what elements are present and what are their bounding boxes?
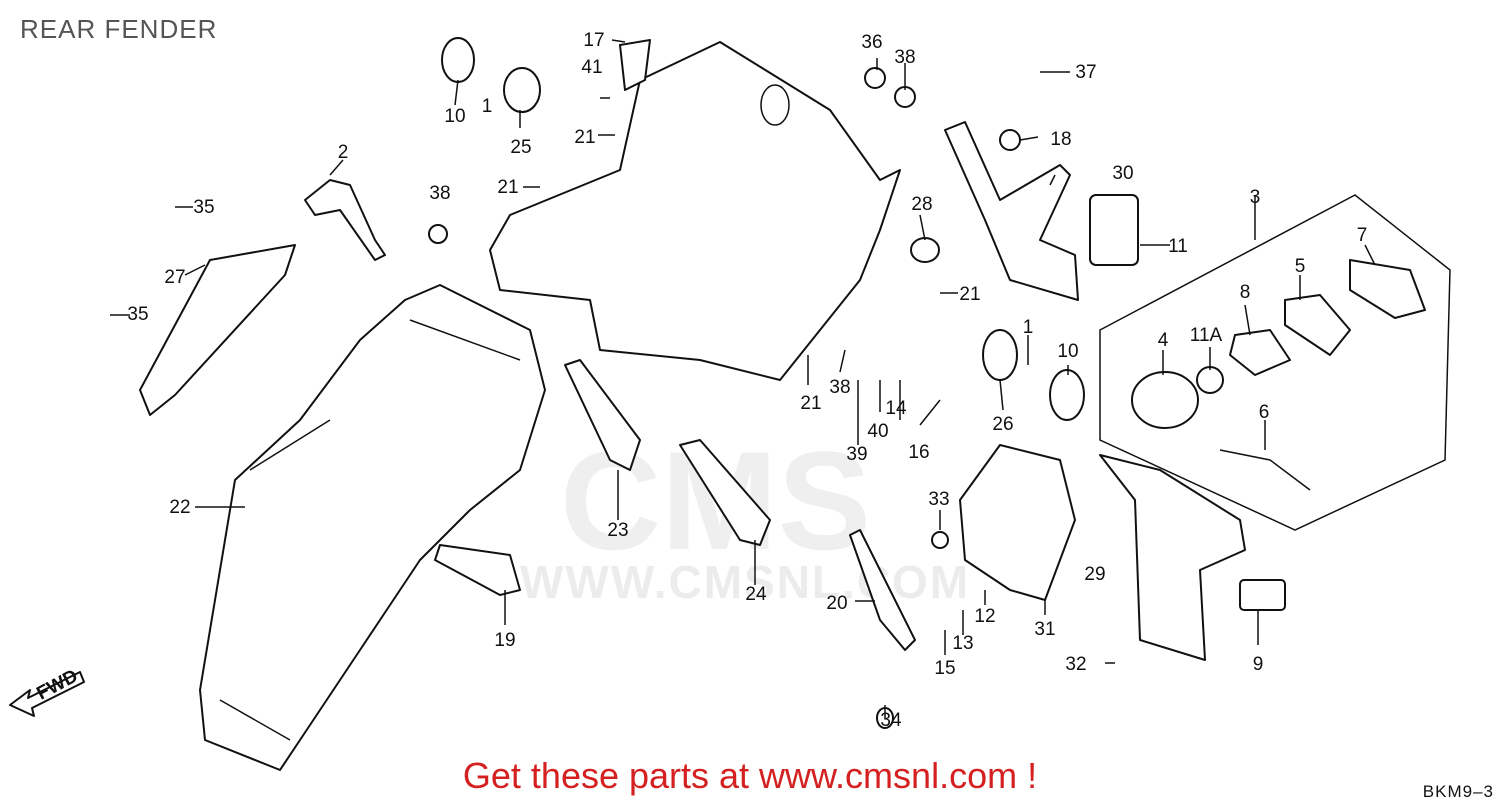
leader-lines [110, 39, 1376, 718]
fwd-arrow-icon [9, 671, 85, 717]
callout-label-1-2: 1 [1023, 317, 1034, 338]
callout-label-21: 21 [574, 127, 595, 148]
callout-label-15: 15 [934, 658, 955, 679]
callout-label-34: 34 [880, 710, 902, 731]
license-plate-bracket-part-29 [1099, 454, 1246, 661]
diagram-title: REAR FENDER [20, 14, 218, 44]
callout-label-31: 31 [1034, 619, 1055, 640]
callout-label-5: 5 [1295, 256, 1306, 277]
callout-label-41: 41 [581, 57, 602, 78]
callout-label-14: 14 [885, 398, 907, 419]
housing-hole [760, 84, 790, 126]
light-housing-part-31 [959, 444, 1076, 601]
callout-label-37: 37 [1075, 62, 1096, 83]
bulb-part-11a [1196, 366, 1224, 394]
callout-label-38-2: 38 [429, 183, 450, 204]
callout-label-35-2: 35 [127, 304, 148, 325]
rear-fender-part [199, 284, 546, 771]
callout-label-13: 13 [952, 633, 973, 654]
callout-label-8: 8 [1240, 282, 1251, 303]
callout-label-6: 6 [1259, 402, 1270, 423]
callout-label-33: 33 [928, 489, 949, 510]
callout-label-16: 16 [908, 442, 929, 463]
fender-bracket-housing-part [489, 41, 901, 381]
callout-label-18: 18 [1050, 129, 1071, 150]
grommet-part-18 [999, 129, 1021, 151]
cushion-part-28 [910, 237, 940, 263]
callout-label-24: 24 [745, 584, 767, 605]
callout-label-19: 19 [494, 630, 515, 651]
clamp-part-17 [619, 39, 651, 91]
callout-label-11: 11 [1168, 236, 1188, 257]
callout-label-39: 39 [846, 444, 867, 465]
callout-label-9: 9 [1253, 654, 1264, 675]
housing-part-5 [1284, 294, 1351, 356]
lens-part-7 [1349, 259, 1426, 319]
fwd-label: FWD [33, 666, 81, 705]
callout-label-27: 27 [164, 267, 185, 288]
callout-label-2: 2 [338, 142, 349, 163]
callout-label-4: 4 [1158, 330, 1169, 351]
callout-label-28: 28 [911, 194, 932, 215]
callout-label-32: 32 [1065, 654, 1086, 675]
callout-label-38: 38 [894, 47, 915, 68]
callout-label-11a: 11A [1190, 325, 1223, 346]
reflector-part-10 [1049, 369, 1085, 421]
socket-part-4 [1131, 371, 1199, 429]
stay-part-2 [304, 179, 386, 261]
callout-label-40: 40 [867, 421, 888, 442]
nut-part-33 [931, 531, 949, 549]
callout-label-23: 23 [607, 520, 628, 541]
grommet-part-25 [503, 67, 541, 113]
callout-label-3: 3 [1250, 187, 1261, 208]
reflector-part-9 [1239, 579, 1286, 611]
cap-part-10-top [441, 37, 475, 83]
callout-label-36: 36 [861, 32, 882, 53]
diagram-code: BKM9–3 [1422, 782, 1494, 801]
gasket-part-11 [1089, 194, 1139, 266]
bracket-part-24 [679, 439, 771, 546]
callout-label-35: 35 [193, 197, 214, 218]
nut-part-38-left [428, 224, 448, 244]
callout-label-12: 12 [974, 606, 995, 627]
stay-part-20 [849, 529, 916, 651]
gasket-part-8 [1229, 329, 1291, 376]
callout-label-layer: 112345678910101111A121314151617181920212… [33, 30, 1367, 731]
callout-label-7: 7 [1357, 225, 1368, 246]
callout-label-21-4: 21 [800, 393, 821, 414]
callout-label-20: 20 [826, 593, 847, 614]
callout-label-10-2: 10 [1057, 341, 1078, 362]
callout-label-38-3: 38 [829, 377, 850, 398]
bolt-part-36 [864, 67, 886, 89]
promo-banner-link[interactable]: Get these parts at www.cmsnl.com ! [462, 755, 1038, 796]
assembly-outline-3 [1099, 194, 1451, 531]
bracket-part-23 [564, 359, 641, 471]
callout-label-1: 1 [482, 96, 493, 117]
plate-part-19 [434, 544, 521, 596]
callout-label-26: 26 [992, 414, 1013, 435]
guard-part-27 [139, 244, 296, 416]
wire-part-6 [1219, 449, 1311, 491]
callout-label-21-3: 21 [959, 284, 980, 305]
callout-label-25: 25 [510, 137, 531, 158]
callout-label-22: 22 [169, 497, 190, 518]
callout-label-30: 30 [1112, 163, 1133, 184]
license-bracket-part-30 [944, 121, 1079, 301]
rear-fender-inner-edge [219, 319, 521, 741]
callout-label-29: 29 [1084, 564, 1105, 585]
callout-label-10: 10 [444, 106, 465, 127]
callout-label-17: 17 [583, 30, 604, 51]
callout-label-21-2: 21 [497, 177, 518, 198]
cap-part-26 [982, 329, 1018, 381]
